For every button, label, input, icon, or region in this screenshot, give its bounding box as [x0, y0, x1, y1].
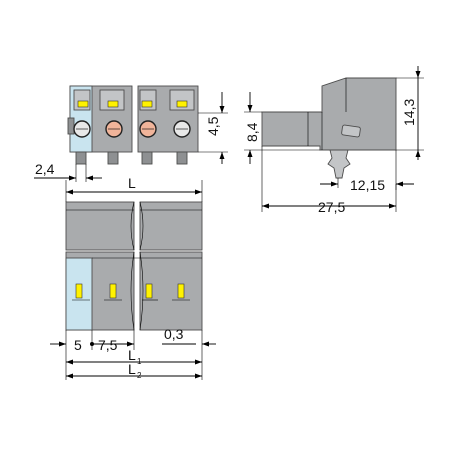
- label-L-top: L: [128, 175, 136, 191]
- label-L2-sub: 2: [137, 371, 142, 380]
- label-0-3: 0,3: [164, 326, 184, 342]
- top-housing-right: [139, 201, 203, 251]
- front-marker-3: [141, 100, 153, 108]
- side-latch: [341, 124, 361, 138]
- front-marker-1: [77, 100, 89, 108]
- front-marker-4: [176, 100, 188, 108]
- dim-bottom-length-2: L 2: [66, 361, 202, 380]
- label-L2: L: [128, 361, 136, 377]
- dim-side-height-inner: 8,4: [244, 92, 320, 164]
- bottom-markers: [72, 283, 190, 301]
- label-5: 5: [74, 337, 82, 353]
- label-2-4: 2,4: [35, 161, 55, 177]
- top-housing-left: [65, 201, 135, 251]
- label-12-15: 12,15: [350, 177, 385, 193]
- label-L1: L: [128, 347, 136, 363]
- dim-side-length: 27,5: [261, 146, 397, 215]
- dim-front-pitch-offset: 2,4: [34, 161, 102, 182]
- side-housing: [261, 77, 397, 151]
- label-L1-sub: 1: [137, 357, 142, 366]
- dim-front-height: 4,5: [198, 92, 228, 164]
- bottom-view: 5 7,5 0,3 L 1 L 2: [50, 251, 216, 380]
- top-view: L: [65, 175, 203, 251]
- front-pins: [75, 151, 188, 165]
- dim-top-width: L: [65, 175, 203, 202]
- dim-bottom-length-1: L 1: [66, 347, 202, 366]
- dim-bottom-pitch: 5 7,5 0,3: [50, 326, 216, 380]
- label-8-4: 8,4: [244, 122, 260, 142]
- label-7-5: 7,5: [98, 337, 118, 353]
- label-27-5: 27,5: [318, 199, 345, 215]
- dim-side-height-total: 14,3: [396, 66, 424, 160]
- label-14-3: 14,3: [401, 99, 417, 126]
- front-view: 2,4 4,5: [34, 85, 228, 182]
- front-tab-4: [169, 89, 195, 111]
- side-view: 8,4 14,3 12,15 27,5: [244, 66, 424, 215]
- front-marker-2: [107, 100, 119, 108]
- side-pin: [327, 149, 351, 179]
- dim-side-pin-offset: 12,15: [320, 150, 414, 193]
- front-terminal-holes: [67, 117, 191, 138]
- label-4-5: 4,5: [205, 116, 221, 136]
